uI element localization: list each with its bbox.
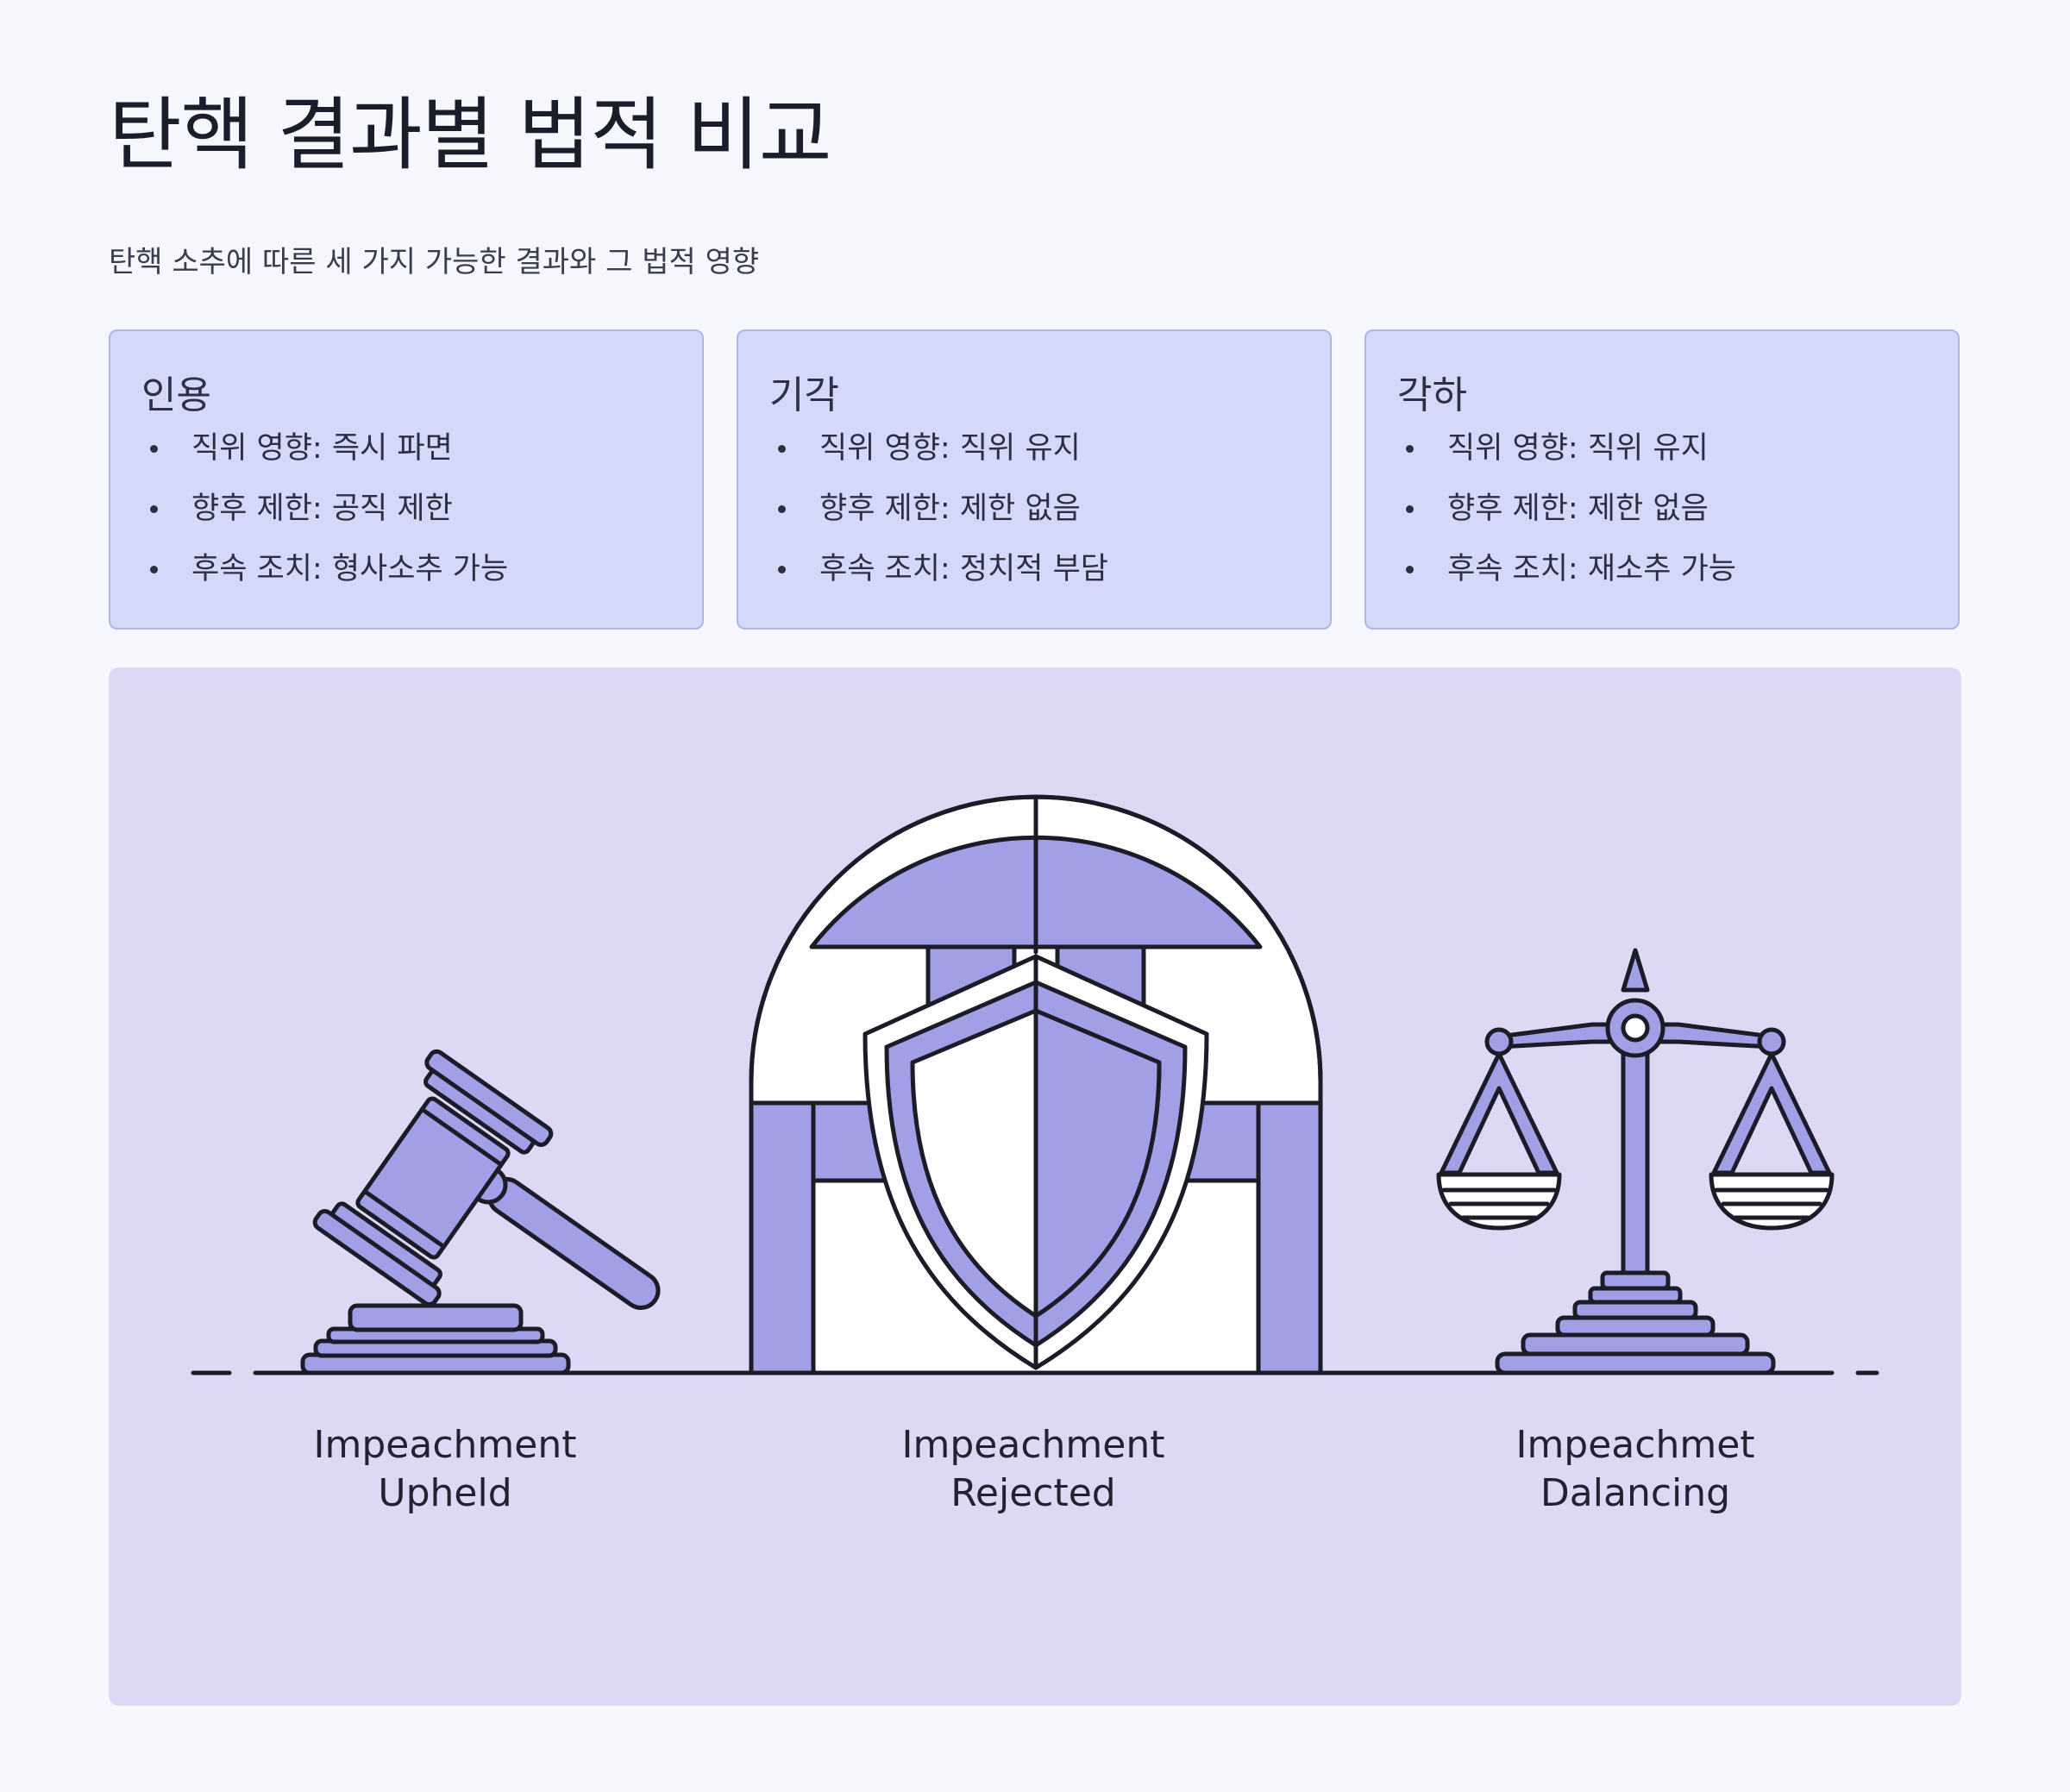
outcome-cards: 인용 직위 영향: 즉시 파면 향후 제한: 공직 제한 후속 조치: 형사소추…	[109, 329, 1961, 633]
card-list: 직위 영향: 직위 유지 향후 제한: 제한 없음 후속 조치: 정치적 부담	[769, 428, 1108, 609]
list-item: 직위 영향: 직위 유지	[1397, 428, 1736, 488]
illustration-panel: Impeachment Upheld Impeachment Rejected …	[109, 667, 1961, 1706]
list-item: 후속 조치: 형사소추 가능	[141, 548, 508, 609]
card-upheld: 인용 직위 영향: 즉시 파면 향후 제한: 공직 제한 후속 조치: 형사소추…	[109, 329, 704, 630]
label-upheld-line2: Upheld	[378, 1471, 511, 1515]
card-title: 기각	[769, 373, 839, 417]
label-upheld-line1: Impeachment	[314, 1423, 577, 1467]
shield-icon	[749, 794, 1323, 1375]
card-dismissed: 각하 직위 영향: 직위 유지 향후 제한: 제한 없음 후속 조치: 재소추 …	[1364, 329, 1960, 630]
illustration-svg: Impeachment Upheld Impeachment Rejected …	[191, 794, 1879, 1515]
page-subtitle: 탄핵 소추에 따른 세 가지 가능한 결과와 그 법적 영향	[109, 245, 760, 279]
list-item: 향후 제한: 공직 제한	[141, 488, 508, 548]
card-title: 각하	[1397, 373, 1467, 417]
list-item: 직위 영향: 직위 유지	[769, 428, 1108, 488]
list-item: 직위 영향: 즉시 파면	[141, 428, 508, 488]
label-rejected-line2: Rejected	[950, 1471, 1115, 1515]
scales-icon	[1436, 948, 1835, 1375]
label-dismissed-line2: Dalancing	[1540, 1471, 1730, 1515]
list-item: 후속 조치: 재소추 가능	[1397, 548, 1736, 609]
page-title: 탄핵 결과별 법적 비교	[109, 89, 831, 181]
card-list: 직위 영향: 직위 유지 향후 제한: 제한 없음 후속 조치: 재소추 가능	[1397, 428, 1736, 609]
list-item: 향후 제한: 제한 없음	[769, 488, 1108, 548]
list-item: 후속 조치: 정치적 부담	[769, 548, 1108, 609]
list-item: 향후 제한: 제한 없음	[1397, 488, 1736, 548]
card-title: 인용	[141, 373, 211, 417]
gavel-icon	[300, 1049, 661, 1375]
card-list: 직위 영향: 즉시 파면 향후 제한: 공직 제한 후속 조치: 형사소추 가능	[141, 428, 508, 609]
label-rejected-line1: Impeachment	[902, 1423, 1165, 1467]
card-rejected: 기각 직위 영향: 직위 유지 향후 제한: 제한 없음 후속 조치: 정치적 …	[737, 329, 1332, 630]
label-dismissed-line1: Impeachmet	[1515, 1423, 1754, 1467]
